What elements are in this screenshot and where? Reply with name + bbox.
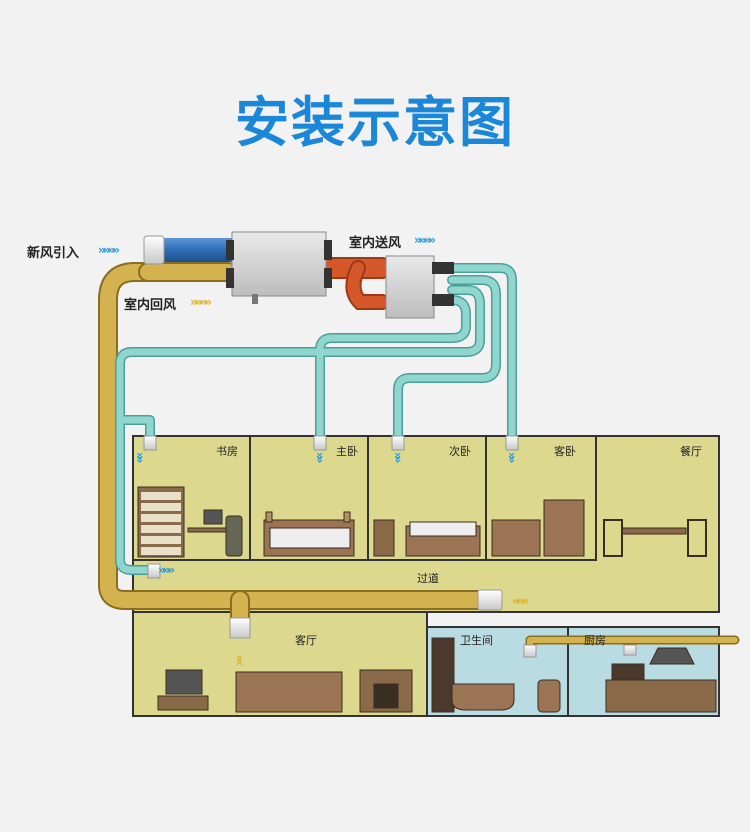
room-label-study: 书房 — [216, 445, 238, 458]
room-label-kitchen: 厨房 — [584, 634, 606, 647]
dining-table-icon — [621, 527, 687, 535]
kitchen-cabinet-icon — [605, 679, 717, 713]
ventilation-unit — [226, 231, 332, 304]
curtain-icon — [431, 637, 455, 713]
room-label-bathroom: 卫生间 — [460, 634, 493, 647]
down-arrows-study: »» — [133, 452, 147, 460]
down-arrows-master: »» — [313, 452, 327, 460]
fresh-air-duct — [162, 238, 234, 262]
room-label-corridor: 过道 — [417, 572, 439, 585]
supply-ducts — [115, 263, 517, 575]
range-hood-icon — [649, 647, 695, 665]
hot-duct — [315, 257, 393, 310]
chair-icon — [687, 519, 707, 557]
down-arrows-guest: »» — [505, 452, 519, 460]
room-label-master-bedroom: 主卧 — [336, 445, 358, 458]
chair-icon — [225, 515, 243, 557]
sofa-icon — [491, 519, 541, 557]
toilet-icon — [537, 679, 561, 713]
lamp-icon — [343, 511, 351, 523]
down-arrows-second: »» — [391, 452, 405, 460]
indoor-return-arrows: »»»» — [190, 295, 212, 309]
room-label-living: 客厅 — [295, 634, 317, 647]
living-up-arrows: »» — [232, 658, 246, 666]
monitor-icon — [203, 509, 223, 525]
indoor-return-label: 室内回风 — [124, 298, 177, 313]
desk-icon — [187, 527, 229, 533]
wardrobe-icon — [543, 499, 585, 557]
microwave-icon — [611, 663, 645, 681]
furniture — [137, 486, 717, 713]
room-label-dining: 餐厅 — [680, 445, 702, 458]
distribution-box — [385, 255, 454, 319]
tv-icon — [165, 669, 203, 695]
corridor-supply-arrows: »»» — [158, 563, 175, 577]
return-arrows: ««« — [512, 594, 529, 608]
bathtub-icon — [451, 683, 515, 711]
room-label-guest-bedroom: 客卧 — [554, 445, 576, 458]
indoor-supply-arrows: »»»» — [414, 233, 436, 247]
return-duct — [98, 262, 740, 653]
sofa-icon — [235, 671, 343, 713]
lamp-icon — [265, 511, 273, 523]
room-label-second-bedroom: 次卧 — [449, 445, 471, 458]
fresh-air-in-label: 新风引入 — [27, 246, 80, 261]
chair-icon — [603, 519, 623, 557]
nightstand-icon — [373, 519, 395, 557]
fresh-air-arrows: »»»» — [98, 243, 120, 257]
indoor-supply-label: 室内送风 — [349, 236, 402, 251]
vents — [143, 435, 637, 658]
page-title: 安装示意图 — [235, 91, 515, 154]
